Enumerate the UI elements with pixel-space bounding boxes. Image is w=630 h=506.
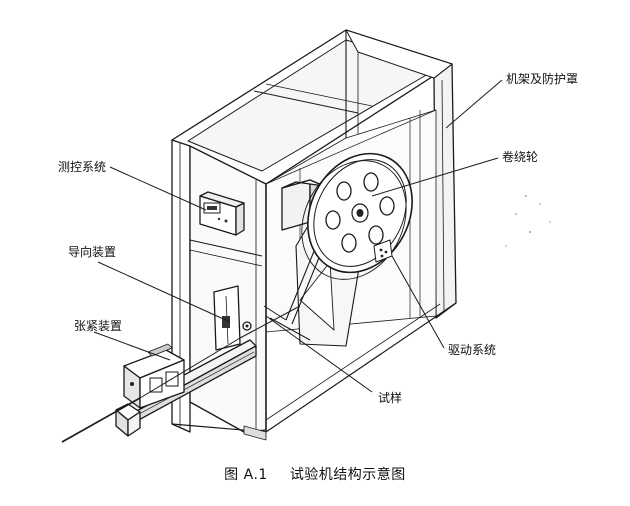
label-drive-system: 驱动系统: [448, 343, 497, 357]
label-control-system: 测控系统: [58, 160, 107, 174]
right-side-panel: [345, 29, 457, 319]
control-box: [199, 191, 245, 236]
guide-device: [213, 285, 252, 351]
roof-panels: [171, 29, 453, 185]
label-specimen: 试样: [378, 391, 403, 405]
label-frame-cover: 机架及防护罩: [506, 72, 579, 86]
leader-lines: [93, 79, 503, 393]
scan-speckles: [505, 195, 551, 247]
figure-number: 图 A.1: [224, 467, 268, 483]
figure-caption: 图 A.1 试验机结构示意图: [0, 464, 630, 484]
specimen: [61, 305, 301, 443]
label-guide-device: 导向装置: [68, 245, 117, 259]
tensioning-device: [115, 343, 185, 437]
winding-wheel: [301, 152, 413, 280]
label-tensioning-device: 张紧装置: [74, 319, 123, 333]
figure-title: 试验机结构示意图: [289, 467, 406, 483]
label-winding-wheel: 卷绕轮: [502, 150, 539, 164]
